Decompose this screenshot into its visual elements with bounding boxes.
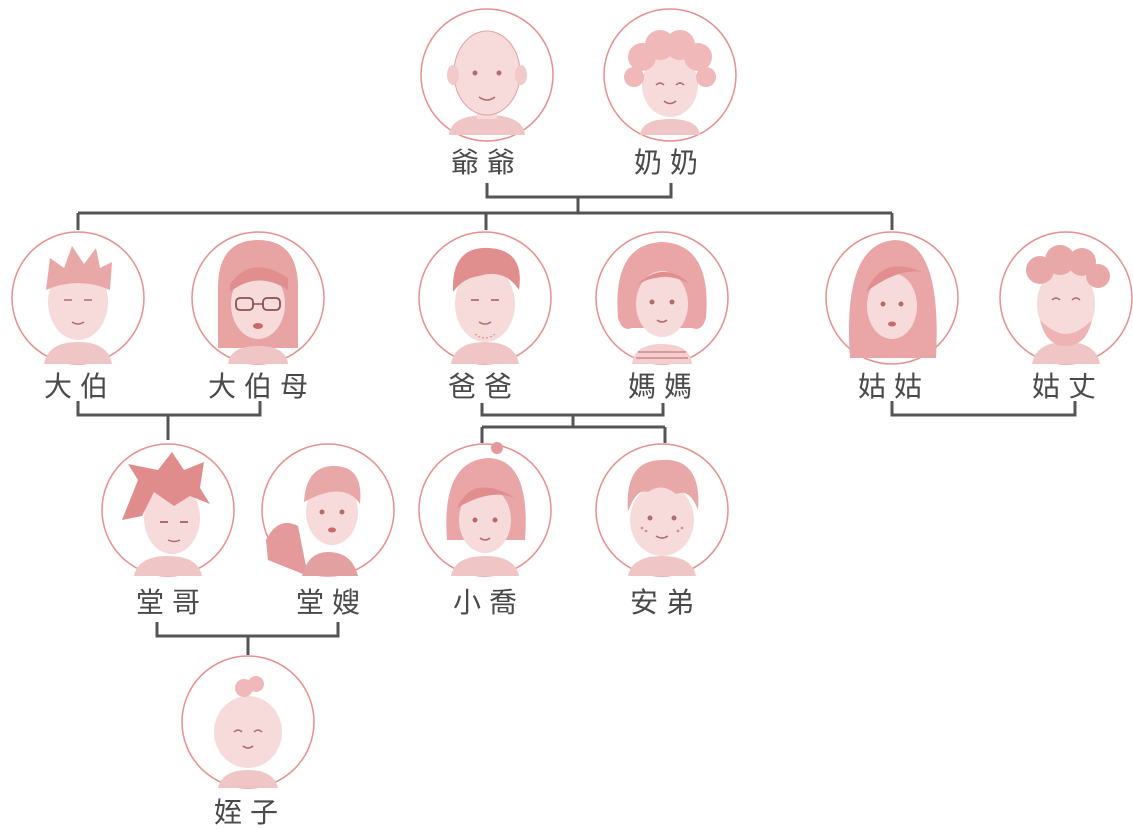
label-cousin-wife: 堂嫂: [296, 586, 368, 619]
member-brother[interactable]: [596, 444, 728, 576]
label-paternal-aunt: 姑姑: [858, 370, 930, 403]
member-grandma[interactable]: [604, 9, 736, 141]
member-cousin-wife[interactable]: [262, 444, 394, 576]
label-paternal-aunt-husband: 姑丈: [1032, 370, 1104, 403]
member-uncle[interactable]: [12, 232, 144, 364]
label-dad: 爸爸: [448, 370, 520, 403]
member-nephew[interactable]: [182, 656, 314, 788]
label-grandma: 奶奶: [634, 146, 706, 179]
label-mom: 媽媽: [628, 370, 700, 403]
label-brother: 安弟: [630, 586, 702, 619]
connector-cousin-couple: [157, 622, 338, 655]
label-aunt: 大伯母: [208, 370, 316, 403]
member-dad[interactable]: [419, 232, 551, 364]
member-paternal-aunt-husband[interactable]: [1000, 232, 1132, 364]
label-cousin: 堂哥: [136, 586, 208, 619]
label-nephew: 姪子: [214, 796, 286, 829]
member-aunt[interactable]: [192, 232, 324, 364]
member-cousin[interactable]: [102, 444, 234, 576]
connector-uncle-couple: [78, 401, 260, 440]
connector-grandparents: [487, 183, 671, 213]
member-mom[interactable]: [596, 232, 728, 364]
glasses-woman-portrait: [218, 240, 298, 364]
label-xiaoqiao: 小喬: [453, 586, 525, 619]
member-grandpa[interactable]: [421, 9, 553, 141]
connector-children-bar: [78, 213, 892, 230]
connector-parents: [482, 403, 665, 443]
label-uncle: 大伯: [44, 370, 116, 403]
member-xiaoqiao[interactable]: [419, 442, 551, 576]
label-grandpa: 爺爺: [451, 146, 523, 179]
connector-paternal-aunt-couple: [892, 401, 1075, 415]
member-paternal-aunt[interactable]: [826, 232, 958, 364]
